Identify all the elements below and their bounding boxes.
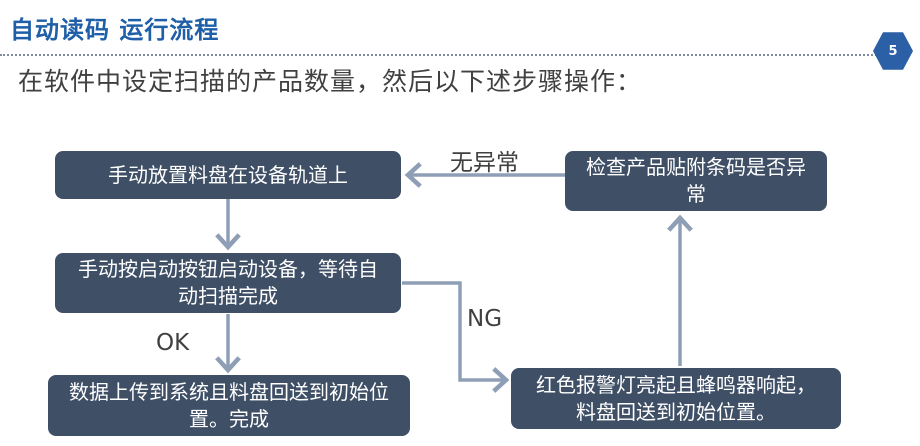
step-upload-data-text: 数据上传到系统且料盘回送到初始位置。完成	[69, 379, 389, 431]
step-alarm-text: 红色报警灯亮起且蜂鸣器响起，料盘回送到初始位置。	[536, 372, 816, 424]
step-alarm: 红色报警灯亮起且蜂鸣器响起，料盘回送到初始位置。	[511, 368, 841, 429]
label-no-exception: 无异常	[450, 150, 519, 176]
arrow-start-to-alarm	[402, 281, 510, 393]
intro-text: 在软件中设定扫描的产品数量，然后以下述步骤操作：	[18, 67, 643, 96]
label-ng: NG	[467, 306, 503, 332]
step-check-label: 检查产品贴附条码是否异常	[565, 151, 827, 211]
step-start-button: 手动按启动按钮启动设备，等待自动扫描完成	[55, 253, 401, 313]
step-place-tray: 手动放置料盘在设备轨道上	[55, 151, 401, 199]
step-place-tray-text: 手动放置料盘在设备轨道上	[108, 162, 348, 187]
label-ok: OK	[156, 330, 190, 356]
slide-number-badge: 5	[873, 32, 913, 70]
step-upload-data: 数据上传到系统且料盘回送到初始位置。完成	[48, 375, 410, 436]
step-start-button-text: 手动按启动按钮启动设备，等待自动扫描完成	[78, 257, 378, 308]
page-title: 自动读码 运行流程	[10, 16, 220, 44]
step-check-label-text: 检查产品贴附条码是否异常	[586, 155, 806, 206]
title-divider	[0, 54, 880, 56]
